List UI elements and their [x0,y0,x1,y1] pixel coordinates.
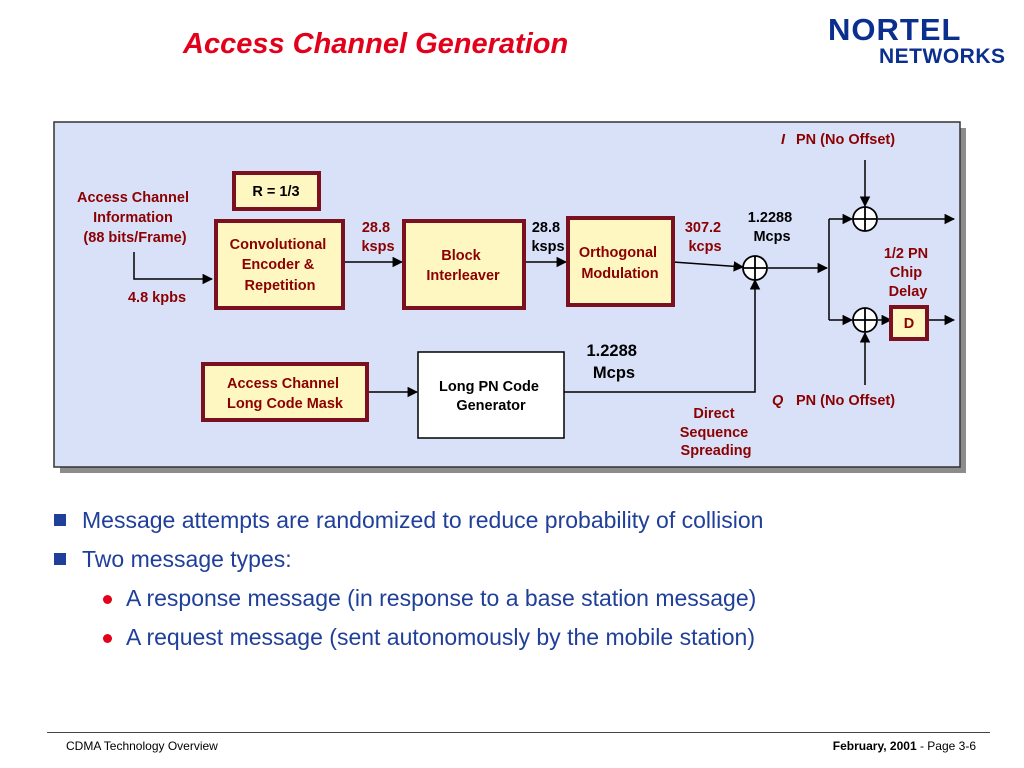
input-arrow [133,252,214,285]
dss-label: Direct Sequence Spreading [680,406,753,459]
input-label: Access Channel Information (88 bits/Fram… [77,190,193,246]
long-pn-rate-label: 1.2288 Mcps [586,342,641,382]
delay-block [889,305,929,341]
encoder-out-rate-label: 28.8 ksps [361,220,394,255]
slide-title: Access Channel Generation [183,28,569,60]
footer-course-title: CDMA Technology Overview [66,739,218,753]
spread-out-rate-label: 1.2288 Mcps [748,210,796,245]
orthogonal-modulation-block [566,216,675,307]
i-pn-label: PN (No Offset) [796,132,895,148]
i-adder-icon [852,206,878,232]
q-adder-icon [852,307,878,333]
mask-label: Access Channel Long Code Mask [227,376,344,412]
bullet-list: Message attempts are randomized to reduc… [52,503,1012,659]
long-pn-label: Long PN Code Generator [439,379,543,414]
q-pn-label: PN (No Offset) [796,393,895,409]
q-pn-letter: Q [772,393,784,409]
bullet-item: Two message types: [52,542,1012,581]
access-channel-diagram: Access Channel Information (88 bits/Fram… [53,121,966,473]
spreading-adder-icon [742,255,768,281]
long-code-mask-block [201,362,369,422]
sub-bullet-item: A response message (in response to a bas… [52,581,1012,620]
long-pn-generator-block [417,351,565,439]
footer-page-number: Page 3-6 [927,739,976,753]
interleaver-label: Block Interleaver [426,248,500,284]
modulation-to-spreader-arrow [672,261,745,272]
delay-label: D [904,316,914,332]
block-interleaver-block [402,219,526,310]
convolutional-encoder-block [214,219,345,310]
sub-bullet-item: A request message (sent autonomously by … [52,620,1012,659]
half-chip-delay-label: 1/2 PN Chip Delay [884,246,932,300]
i-pn-letter: I [781,132,786,148]
code-rate-label: R = 1/3 [252,184,299,200]
modulation-out-rate-label: 307.2 kcps [685,220,725,255]
logo-line-1: NORTEL [828,12,962,47]
signal-paths [133,160,956,398]
nortel-networks-logo: NORTEL NETWORKS [822,12,1012,70]
bullet-item: Message attempts are randomized to reduc… [52,503,1012,542]
modulation-label: Orthogonal Modulation [579,245,661,282]
long-pn-to-spreader-arrow [564,278,761,393]
encoder-label: Convolutional Encoder & Repetition [230,237,331,294]
footer-date: February, 2001 [832,739,917,753]
footer-separator: - [916,739,928,753]
interleaver-out-rate-label: 28.8 ksps [531,220,564,255]
input-rate-label: 4.8 kpbs [128,290,186,306]
footer-divider [47,732,990,733]
footer-page-info: February, 2001 - Page 3-6 [833,739,976,753]
logo-line-2: NETWORKS [879,45,1006,68]
code-rate-box [232,171,321,211]
